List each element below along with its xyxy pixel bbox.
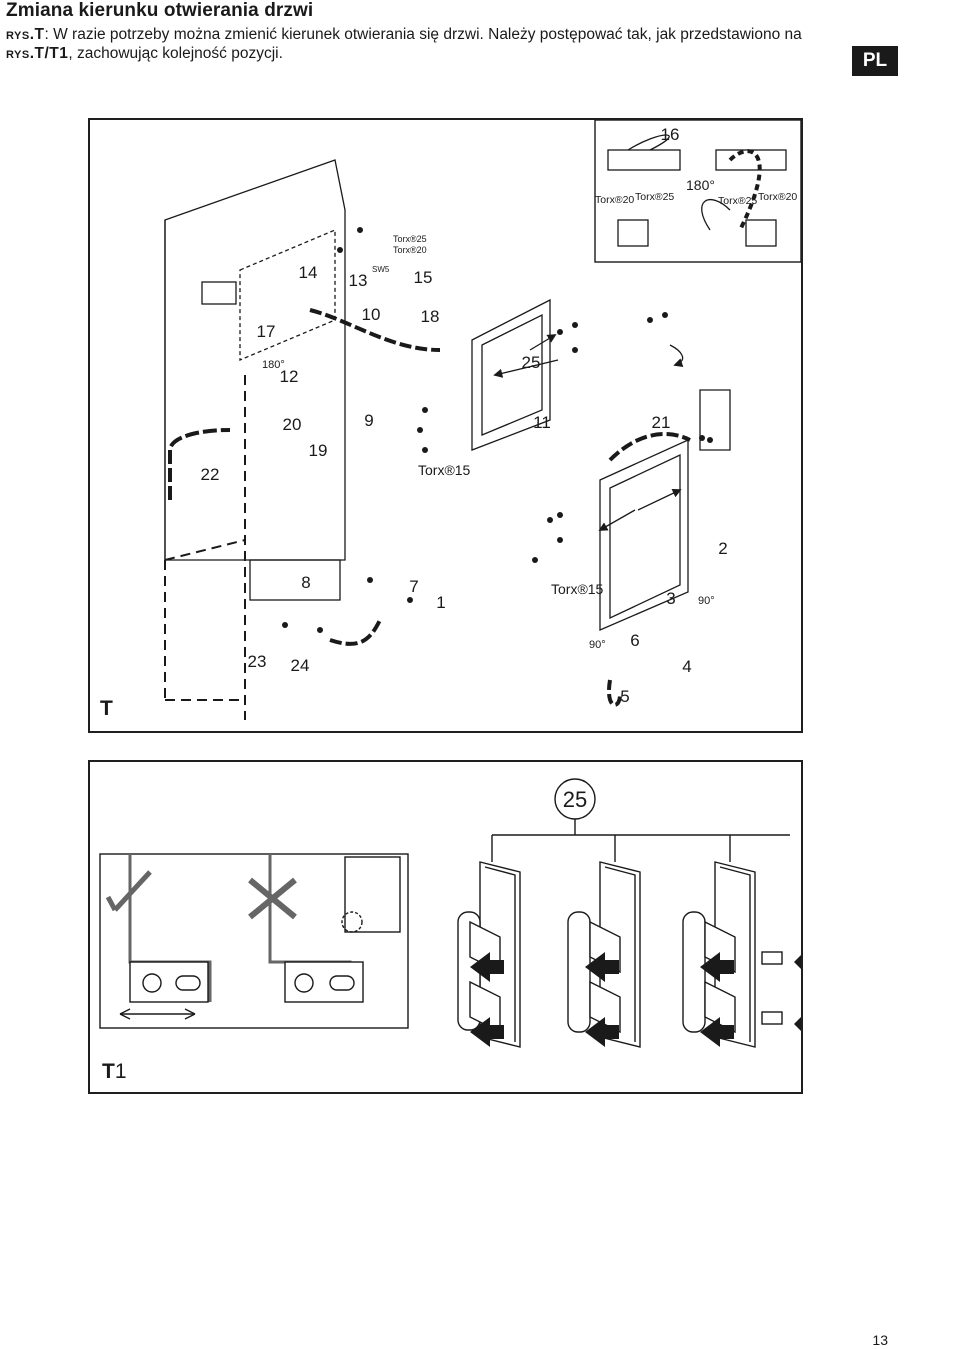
lower-door	[599, 438, 689, 631]
step-21: 21	[652, 413, 671, 432]
step-3: 3	[666, 589, 675, 608]
step-17: 17	[257, 322, 276, 341]
step-11: 11	[533, 413, 551, 432]
label-sw5: SW5	[372, 265, 390, 274]
step-13: 13	[349, 271, 368, 290]
top-hinge-cover	[201, 281, 237, 305]
door-handle-2	[567, 861, 641, 1048]
upper-door	[471, 298, 551, 451]
step-10: 10	[362, 305, 381, 324]
label-torx-25-inset-left: Torx®25	[635, 191, 674, 203]
label-torx-25-inset-right: Torx®25	[718, 195, 757, 207]
intro-text-b: , zachowując kolejność pozycji.	[68, 45, 283, 62]
step-20: 20	[283, 415, 302, 434]
label-90-left: 90°	[589, 639, 606, 651]
step-22: 22	[201, 465, 220, 484]
callout-number: 25	[563, 787, 587, 812]
step-18: 18	[421, 307, 440, 326]
step-14: 14	[299, 263, 318, 282]
step-8: 8	[301, 573, 310, 592]
figure-ref-t: rys.T	[6, 26, 45, 43]
step-6: 6	[630, 631, 639, 650]
label-180-inset: 180°	[686, 177, 715, 193]
hinge-incorrect	[284, 961, 364, 1003]
inset-hinge-swap	[594, 120, 801, 263]
label-180: 180°	[262, 359, 285, 371]
inset-hinge-right	[745, 219, 777, 247]
language-badge: PL	[852, 46, 898, 76]
label-torx-25: Torx®25	[393, 234, 427, 244]
figure-t: 1 2 3 4 5 6 7 8 9 10 11 12 13 14 15 16 1…	[88, 118, 803, 733]
step-16: 16	[661, 125, 680, 144]
step-24: 24	[291, 656, 310, 675]
figure-t1: 25 T1	[88, 760, 803, 1094]
label-torx-20-inset-left: Torx®20	[595, 194, 634, 206]
step-7: 7	[409, 577, 418, 596]
label-torx-20-inset-right: Torx®20	[758, 191, 797, 203]
step-15: 15	[414, 268, 433, 287]
label-torx-15-upper: Torx®15	[418, 462, 471, 478]
step-25: 25	[522, 353, 541, 372]
label-torx-20: Torx®20	[393, 245, 427, 255]
intro-paragraph: rys.T: W razie potrzeby można zmienić ki…	[6, 25, 826, 63]
step-12: 12	[280, 367, 299, 386]
figure-label-t1-sub: 1	[114, 1060, 127, 1083]
inset-hinge-left-top	[607, 149, 681, 171]
figure-t-drawing: 1 2 3 4 5 6 7 8 9 10 11 12 13 14 15 16 1…	[164, 120, 801, 720]
step-9: 9	[364, 411, 373, 430]
intro-text-a: : W razie potrzeby można zmienić kierune…	[44, 26, 802, 43]
step-19: 19	[309, 441, 328, 460]
door-handle-3	[682, 861, 783, 1048]
step-2: 2	[718, 539, 727, 558]
middle-hinge-plate	[249, 559, 341, 601]
figure-ref-t-t1: rys.T/T1	[6, 45, 69, 62]
figure-label-t1-main: T	[102, 1060, 115, 1083]
step-4: 4	[682, 657, 691, 676]
figure-label-t1: T1	[102, 1060, 127, 1084]
hinge-correct	[129, 961, 209, 1003]
label-torx-15-lower: Torx®15	[551, 581, 604, 597]
figure-t1-drawing: 25	[99, 778, 801, 1048]
label-90-right: 90°	[698, 595, 715, 607]
step-23: 23	[248, 652, 267, 671]
inset-hinge-left	[617, 219, 649, 247]
step-1: 1	[436, 593, 445, 612]
step-5: 5	[620, 687, 629, 706]
page-number: 13	[872, 1332, 888, 1348]
page-title: Zmiana kierunku otwierania drzwi	[6, 0, 314, 21]
figure-label-t: T	[100, 697, 113, 720]
